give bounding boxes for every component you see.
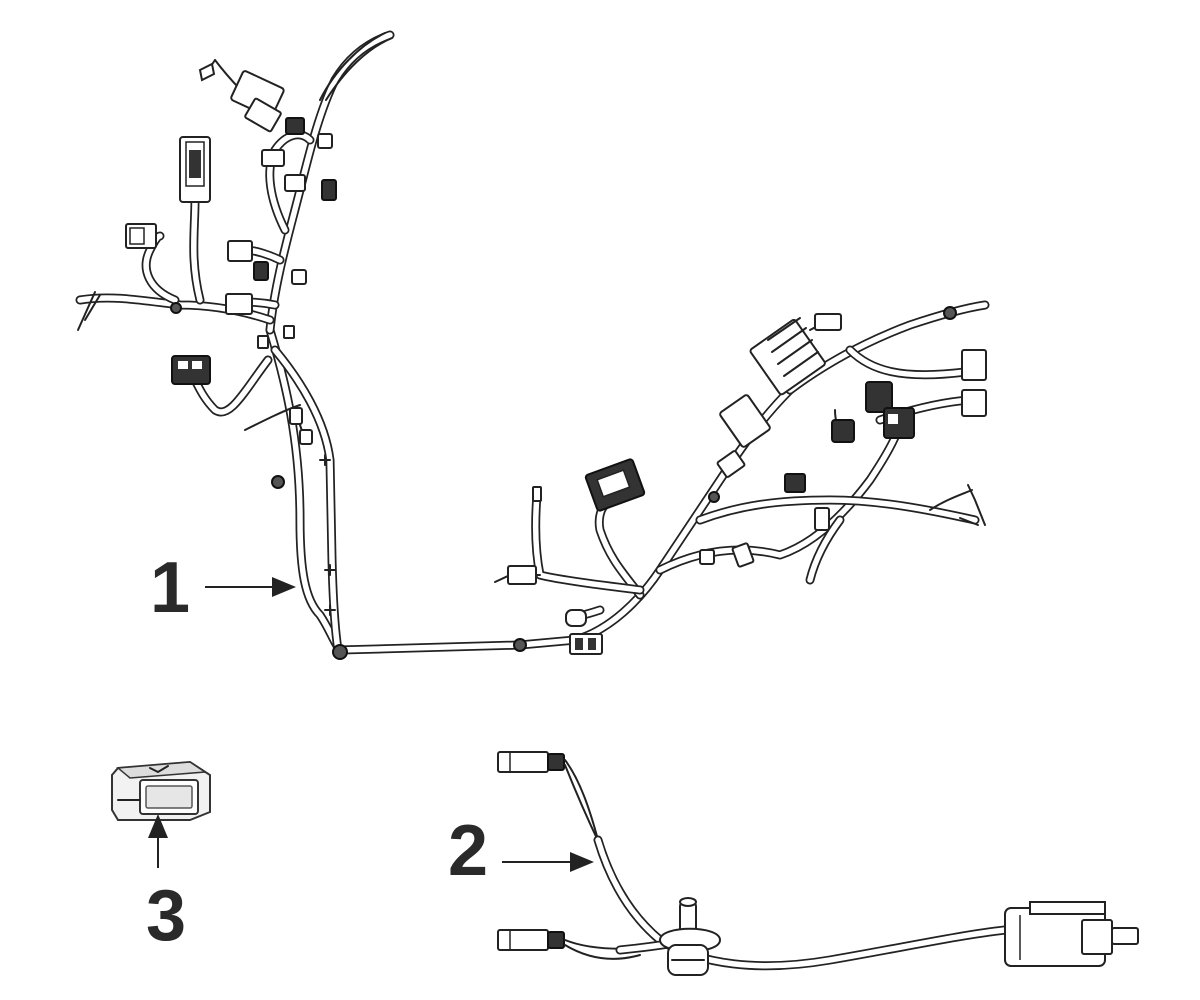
callout-3-label: 3 [146,876,187,956]
connector-housing [111,760,211,821]
callout-2-label: 2 [448,811,489,891]
small-wiring-harness [497,751,1139,976]
callout-1-label: 1 [150,548,191,628]
main-wiring-harness [75,30,990,660]
